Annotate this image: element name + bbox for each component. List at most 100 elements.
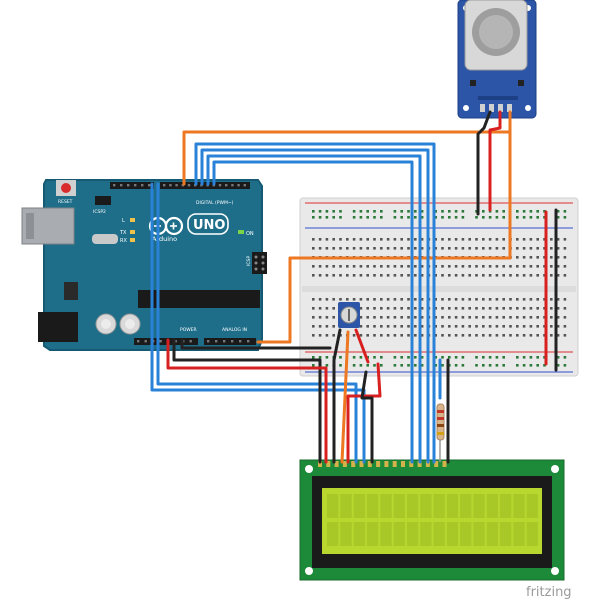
breadboard-hole xyxy=(339,298,342,301)
breadboard-hole xyxy=(495,274,499,277)
led-l xyxy=(130,218,135,222)
breadboard-rail-hole xyxy=(352,364,356,367)
breadboard-hole xyxy=(461,238,465,241)
analog-label: ANALOG IN xyxy=(222,327,247,333)
breadboard-rail-hole xyxy=(495,364,499,367)
uno-badge xyxy=(187,213,229,235)
breadboard-hole xyxy=(522,256,526,259)
breadboard-hole xyxy=(312,298,315,301)
breadboard-rail-hole xyxy=(461,364,465,367)
breadboard-rail-hole xyxy=(522,210,526,213)
breadboard-hole xyxy=(488,334,492,337)
breadboard-hole xyxy=(550,316,553,319)
breadboard-hole xyxy=(373,316,376,319)
breadboard-hole xyxy=(563,238,567,241)
breadboard-hole xyxy=(325,334,329,337)
breadboard-hole xyxy=(454,238,458,241)
breadboard-rail-hole xyxy=(516,364,519,367)
potentiometer[interactable] xyxy=(338,302,360,328)
breadboard-rail-hole xyxy=(563,210,567,213)
wire-blue-d1 xyxy=(194,142,436,464)
breadboard-hole xyxy=(312,247,315,250)
breadboard-rail-hole xyxy=(488,356,492,359)
breadboard-hole xyxy=(502,265,505,268)
breadboard-hole xyxy=(502,238,505,241)
lcd-pin xyxy=(434,461,439,467)
wire-red-5v xyxy=(166,338,328,464)
breadboard-hole xyxy=(448,316,451,319)
analog-header: ANALOG IN xyxy=(204,327,256,345)
reset-button[interactable] xyxy=(61,183,71,193)
breadboard-hole xyxy=(550,307,553,310)
breadboard-hole xyxy=(386,274,390,277)
breadboard-hole xyxy=(325,307,329,310)
breadboard-hole xyxy=(312,316,315,319)
breadboard-rail-hole xyxy=(536,364,539,367)
breadboard-hole xyxy=(318,274,322,277)
breadboard-hole xyxy=(495,307,499,310)
breadboard-rail-hole xyxy=(482,364,485,367)
breadboard-rail-hole xyxy=(359,364,363,367)
breadboard-hole xyxy=(556,325,560,328)
icsp2-label: ICSP2 xyxy=(93,209,106,215)
breadboard-hole xyxy=(563,265,567,268)
breadboard-rail-hole xyxy=(563,356,567,359)
breadboard-hole xyxy=(556,256,560,259)
led-tx-label: TX xyxy=(119,230,127,236)
breadboard-hole xyxy=(373,247,376,250)
uno-label: UNO xyxy=(193,218,226,233)
breadboard-rail-hole xyxy=(325,356,329,359)
breadboard-hole xyxy=(318,298,322,301)
breadboard-hole xyxy=(475,307,478,310)
header-pin xyxy=(215,340,218,343)
wire-pot-red xyxy=(354,328,370,364)
wire-blue-d3 xyxy=(206,154,422,464)
breadboard-hole xyxy=(420,274,424,277)
breadboard-hole xyxy=(550,238,553,241)
breadboard-hole xyxy=(468,265,471,268)
wire-black-gnd xyxy=(172,338,322,464)
header-pin xyxy=(247,340,250,343)
breadboard-hole xyxy=(407,238,410,241)
breadboard-rail-hole xyxy=(434,210,437,213)
header-pin xyxy=(120,184,123,187)
breadboard-hole xyxy=(318,247,322,250)
breadboard-hole xyxy=(448,298,451,301)
lcd-cell xyxy=(486,522,499,546)
breadboard-hole xyxy=(366,274,369,277)
breadboard-hole xyxy=(332,247,335,250)
breadboard-hole xyxy=(318,325,322,328)
breadboard-hole xyxy=(529,265,533,268)
breadboard-hole xyxy=(332,265,335,268)
breadboard-hole xyxy=(556,316,560,319)
breadboard-hole xyxy=(434,307,437,310)
breadboard-hole xyxy=(407,325,410,328)
breadboard-hole xyxy=(318,334,322,337)
breadboard-rail-hole xyxy=(482,210,485,213)
breadboard-hole xyxy=(407,334,410,337)
lcd-pin xyxy=(401,461,405,467)
crystal-oscillator xyxy=(92,234,118,244)
breadboard-rail-hole xyxy=(414,216,417,219)
breadboard-hole xyxy=(536,247,539,250)
header-pin xyxy=(113,184,116,187)
breadboard-rail-hole xyxy=(556,216,560,219)
wire-sensor-red xyxy=(488,110,502,212)
breadboard-hole xyxy=(454,247,458,250)
breadboard-hole xyxy=(386,238,390,241)
header-pin xyxy=(144,340,147,343)
breadboard-rail-hole xyxy=(536,356,539,359)
breadboard-hole xyxy=(482,316,485,319)
breadboard-rail-hole xyxy=(373,364,376,367)
breadboard-hole xyxy=(509,334,512,337)
breadboard-rail-hole xyxy=(441,364,444,367)
breadboard-rail-hole xyxy=(400,364,403,367)
breadboard-hole xyxy=(556,298,560,301)
arduino-uno: RESET ICSP2 L TX RX ON UNO xyxy=(21,179,267,351)
breadboard-rail-hole xyxy=(332,210,335,213)
lcd-pin xyxy=(384,461,389,467)
breadboard-hole xyxy=(454,265,458,268)
breadboard-rail-hole xyxy=(536,216,539,219)
breadboard-hole xyxy=(556,238,560,241)
breadboard-hole xyxy=(346,298,349,301)
